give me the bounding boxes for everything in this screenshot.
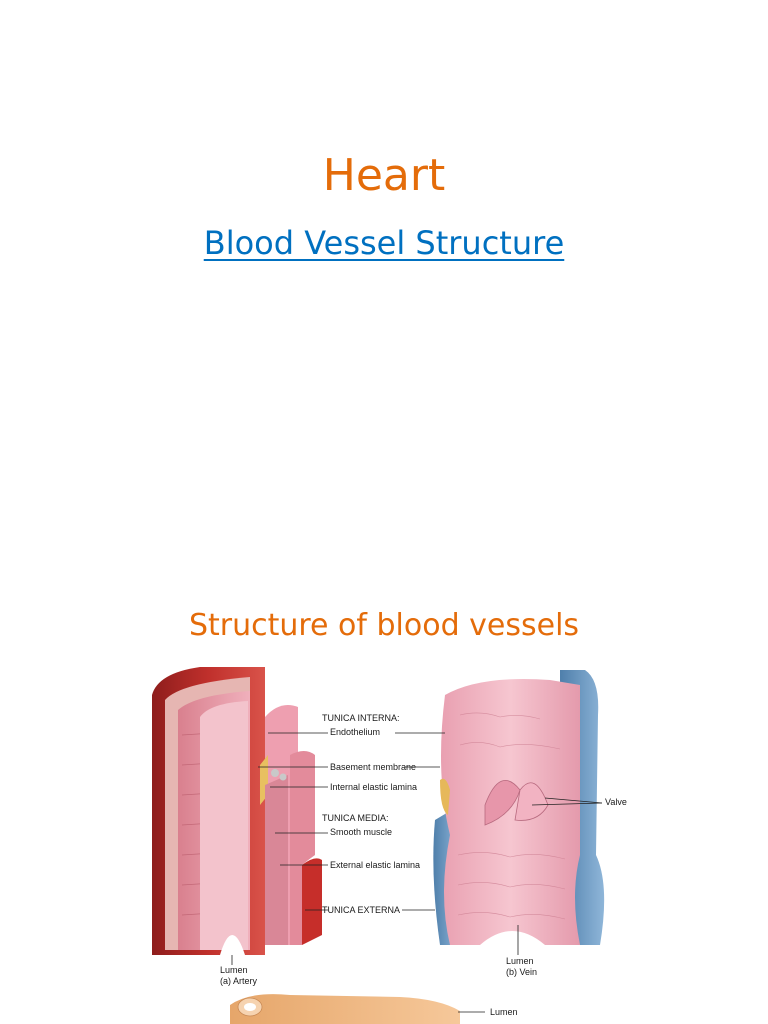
vein-illustration [433, 670, 605, 945]
leader-lines [231, 732, 603, 1013]
label-internal-elastic-lamina: Internal elastic lamina [330, 782, 418, 792]
section-heading: Structure of blood vessels [188, 608, 580, 643]
caption-artery: (a) Artery [220, 976, 258, 986]
label-basement-membrane: Basement membrane [330, 762, 417, 772]
blood-vessel-figure: TUNICA INTERNA: Endothelium Basement mem… [140, 655, 640, 1024]
page-title: Heart [322, 150, 446, 201]
subtitle-link[interactable]: Blood Vessel Structure [203, 224, 565, 262]
vessel-illustration [152, 667, 605, 1024]
label-lumen-vein: Lumen [506, 956, 534, 966]
label-endothelium: Endothelium [330, 727, 381, 737]
capillary-illustration [230, 994, 460, 1024]
label-tunica-externa: TUNICA EXTERNA [322, 905, 401, 915]
label-external-elastic-lamina: External elastic lamina [330, 860, 421, 870]
label-tunica-interna: TUNICA INTERNA: [322, 713, 400, 723]
artery-illustration [152, 667, 322, 955]
label-lumen-capillary: Lumen [490, 1007, 518, 1017]
label-smooth-muscle: Smooth muscle [330, 827, 393, 837]
caption-vein: (b) Vein [506, 967, 538, 977]
label-valve: Valve [605, 797, 627, 807]
label-lumen-artery: Lumen [220, 965, 248, 975]
label-tunica-media: TUNICA MEDIA: [322, 813, 389, 823]
